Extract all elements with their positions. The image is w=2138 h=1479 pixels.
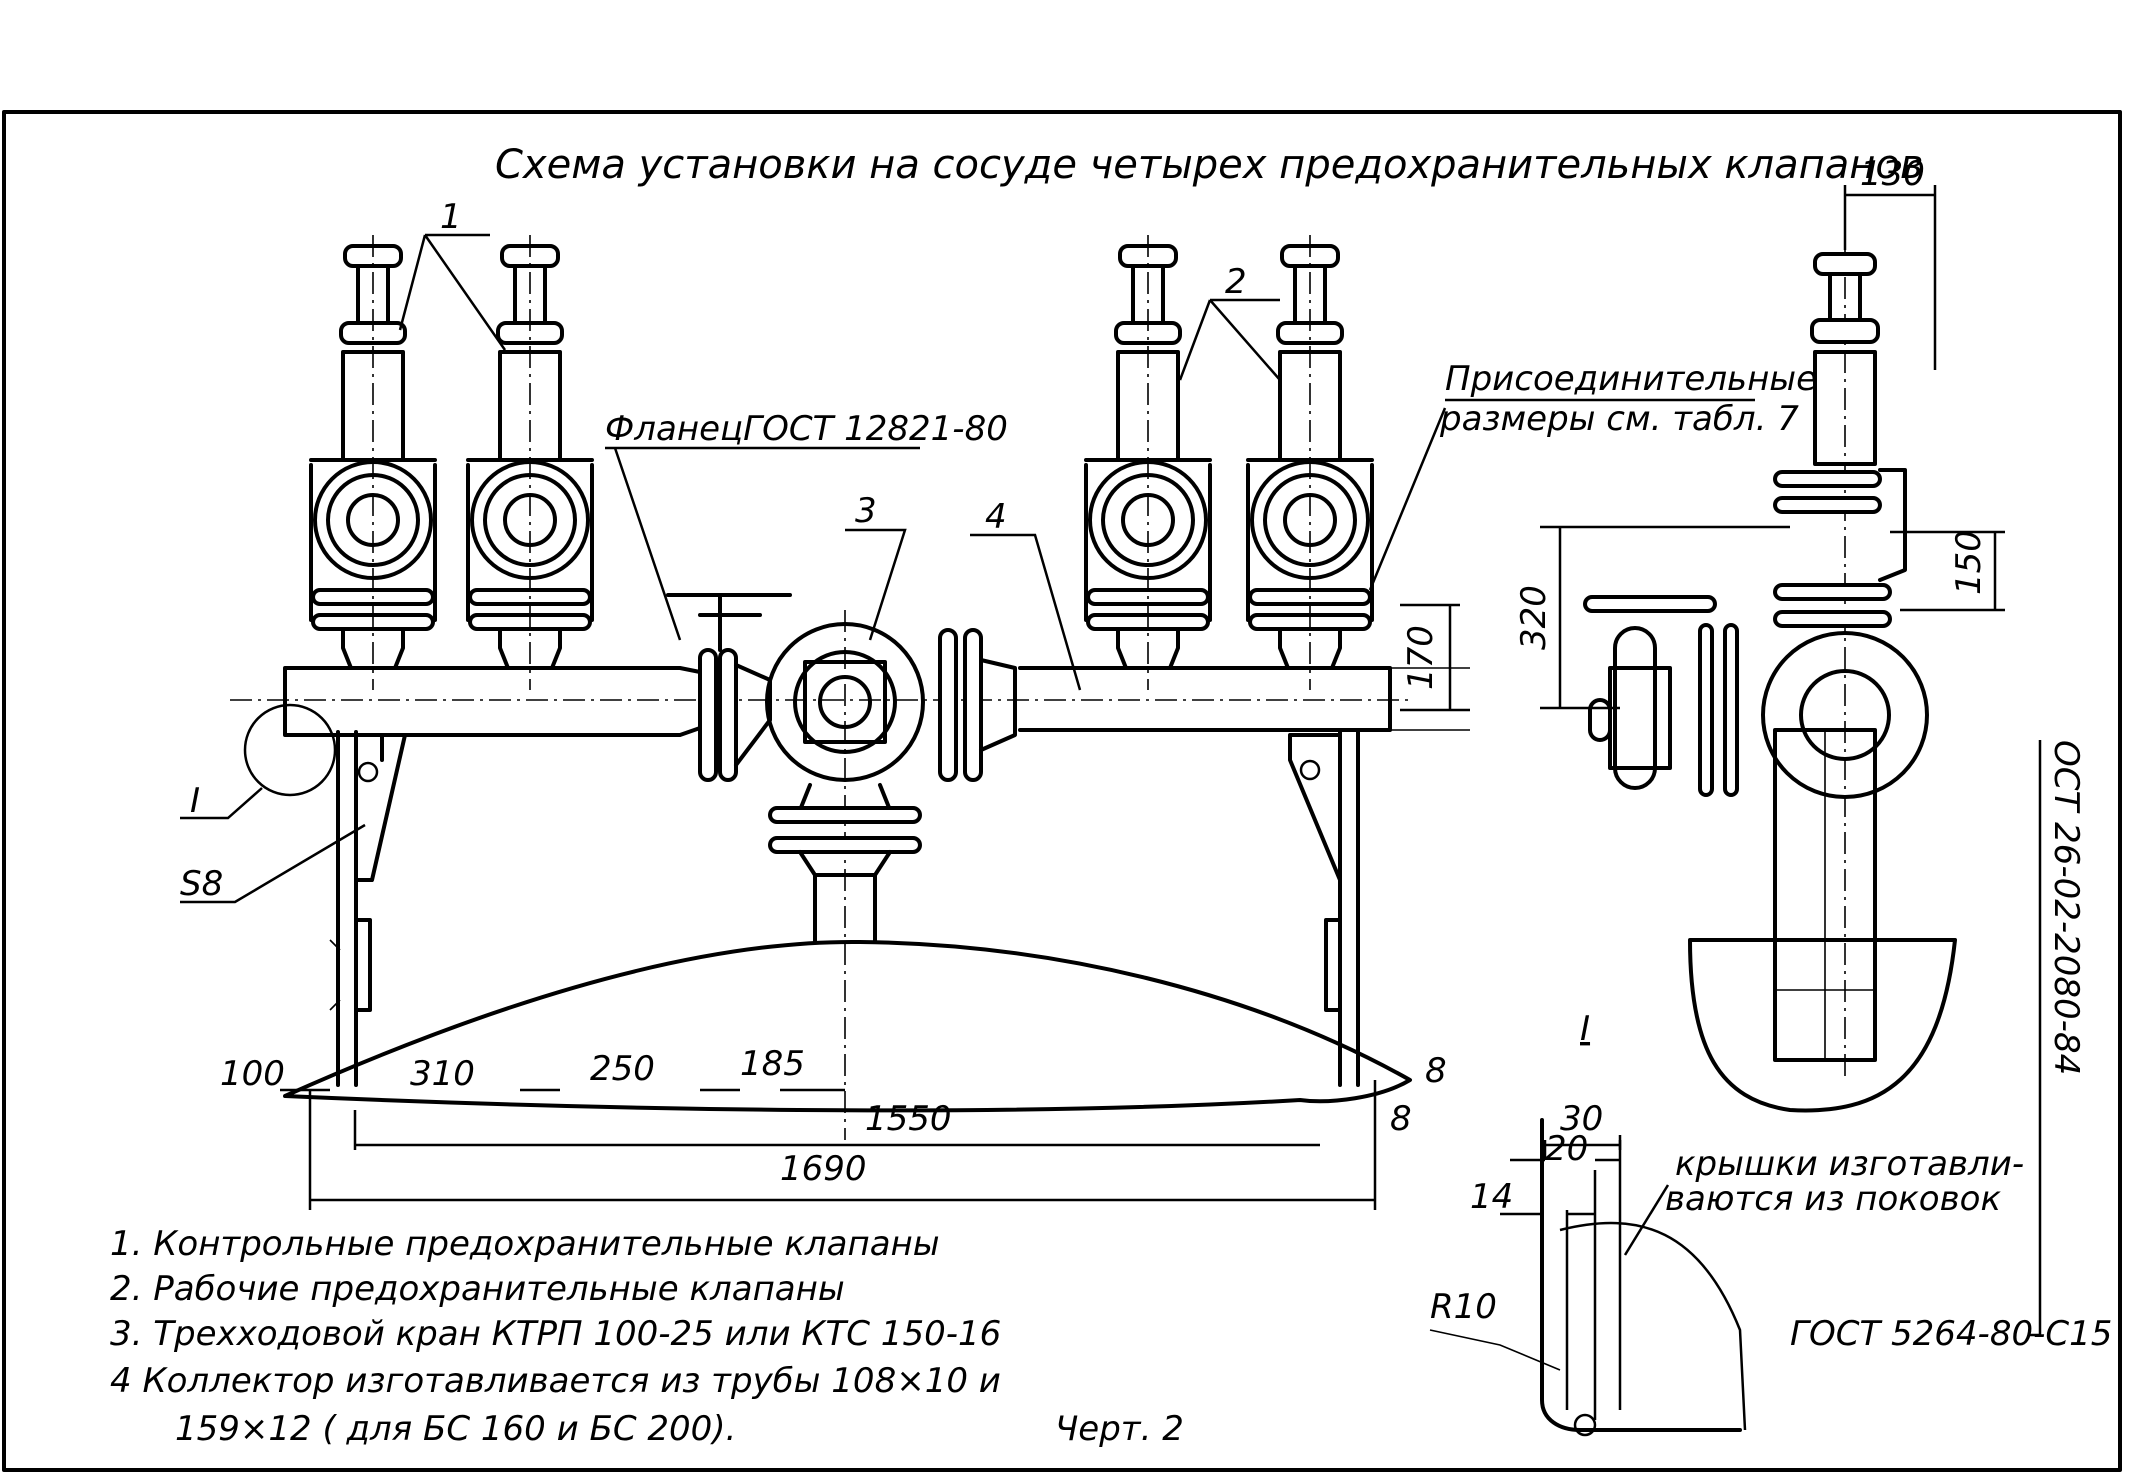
vessel-shell-curve bbox=[283, 939, 1412, 1113]
dim-185: 185 bbox=[740, 1044, 805, 1084]
dim-8-bottom: 8 bbox=[1390, 1099, 1412, 1139]
drawing-title: Схема установки на сосуде четырех предох… bbox=[495, 142, 1923, 188]
dim-1690: 1690 bbox=[780, 1149, 867, 1189]
dim-1550: 1550 bbox=[865, 1099, 952, 1139]
detail-ref-label: I bbox=[190, 781, 200, 821]
main-view: I S8 1 2 3 4 ФланецГОСТ 12821-80 Присоед… bbox=[180, 197, 1817, 1210]
safety-valve-2b bbox=[1246, 235, 1374, 690]
collector-flange-left bbox=[666, 593, 792, 782]
dim-150: 150 bbox=[1949, 530, 1989, 595]
collector-flange-right bbox=[938, 628, 1017, 782]
support-left bbox=[329, 730, 407, 1087]
forging-annotation-line2: ваются из поковок bbox=[1665, 1179, 2001, 1219]
detail-dim-r10: R10 bbox=[1430, 1287, 1497, 1327]
callout-3: 3 bbox=[855, 491, 877, 531]
dim-100: 100 bbox=[220, 1054, 285, 1094]
safety-valve-1a bbox=[309, 235, 437, 690]
connection-annotation-line1: Присоединительные bbox=[1445, 359, 1817, 399]
dim-130: 130 bbox=[1860, 154, 1925, 194]
three-way-valve bbox=[765, 610, 925, 1140]
dim-170: 170 bbox=[1401, 625, 1441, 690]
legend-item-3: 3. Трехходовой кран КТРП 100-25 или КТС … bbox=[110, 1314, 1001, 1354]
thickness-label: S8 bbox=[180, 864, 223, 904]
detail-marker-circle bbox=[243, 703, 337, 797]
detail-view: I 30 20 14 R10 крышки изготавли- ваются … bbox=[1429, 1009, 2112, 1437]
flange-annotation: ФланецГОСТ 12821-80 bbox=[605, 409, 1008, 449]
connection-annotation-line2: размеры см. табл. 7 bbox=[1439, 399, 1799, 439]
dim-8-top: 8 bbox=[1425, 1051, 1447, 1091]
forging-annotation-line1: крышки изготавли- bbox=[1675, 1144, 2024, 1184]
figure-label: Черт. 2 bbox=[1055, 1409, 1184, 1449]
detail-dim-20: 20 bbox=[1545, 1129, 1588, 1169]
callout-2: 2 bbox=[1225, 262, 1247, 302]
legend-item-4: 4 Коллектор изготавливается из трубы 108… bbox=[110, 1361, 1001, 1401]
detail-title: I bbox=[1580, 1009, 1590, 1049]
safety-valve-1b bbox=[466, 235, 594, 690]
weld-standard-annotation: ГОСТ 5264-80-С15 bbox=[1790, 1314, 2112, 1354]
drawing-frame bbox=[2, 110, 2122, 1472]
support-right bbox=[1288, 730, 1360, 1087]
dim-250: 250 bbox=[590, 1049, 655, 1089]
stamp-rule bbox=[2030, 740, 2042, 1337]
dim-310: 310 bbox=[410, 1054, 475, 1094]
detail-dim-14: 14 bbox=[1470, 1177, 1513, 1217]
legend-item-4-cont: 159×12 ( для БС 160 и БС 200). bbox=[175, 1409, 736, 1449]
legend-item-2: 2. Рабочие предохранительные клапаны bbox=[110, 1269, 845, 1309]
callout-4: 4 bbox=[985, 497, 1007, 537]
detail-dim-30: 30 bbox=[1560, 1099, 1603, 1139]
legend-notes: 1. Контрольные предохранительные клапаны… bbox=[110, 1224, 1001, 1449]
side-stamp: ОСТ 26-02-2080-84 bbox=[2046, 740, 2086, 1075]
dim-320: 320 bbox=[1514, 585, 1554, 650]
safety-valve-2a bbox=[1084, 235, 1212, 690]
callout-1: 1 bbox=[440, 197, 462, 237]
legend-item-1: 1. Контрольные предохранительные клапаны bbox=[110, 1224, 940, 1264]
side-view: 130 320 150 bbox=[1514, 154, 2005, 1113]
